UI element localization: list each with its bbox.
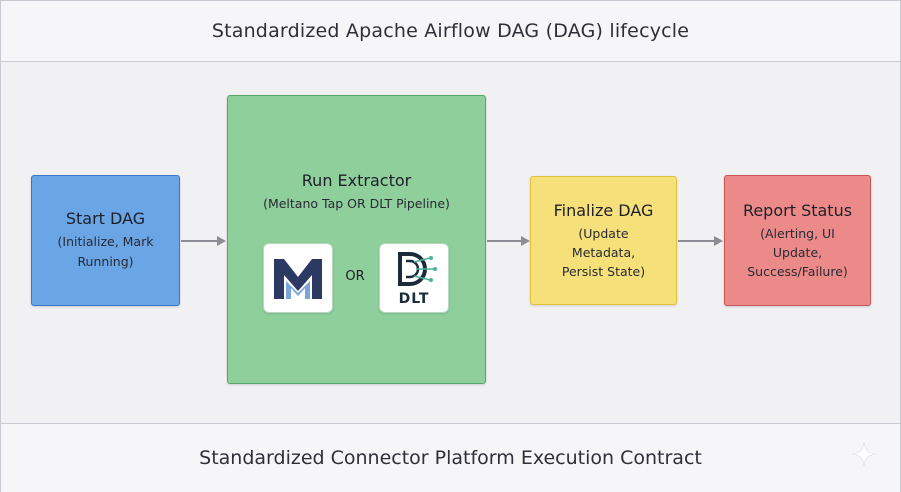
start-dag-line-1: (Initialize, Mark	[57, 234, 154, 249]
header-band: Standardized Apache Airflow DAG (DAG) li…	[1, 1, 900, 62]
finalize-dag-line-3: Persist State)	[561, 263, 646, 279]
dlt-logo-icon: DLT	[379, 243, 449, 313]
diagram-title: Standardized Apache Airflow DAG (DAG) li…	[211, 20, 690, 42]
finalize-dag-box: Finalize DAG (Update Metadata, Persist S…	[530, 176, 677, 305]
finalize-dag-description: (Update Metadata, Persist State)	[562, 224, 645, 281]
footer-band: Standardized Connector Platform Executio…	[1, 423, 900, 492]
finalize-dag-title: Finalize DAG	[553, 200, 654, 220]
report-status-line-3: Success/Failure)	[747, 263, 848, 279]
arrow-right-icon	[678, 236, 723, 246]
finalize-dag-line-1: (Update	[578, 225, 629, 241]
start-dag-line-2: Running)	[77, 254, 134, 269]
run-extractor-subtitle: (Meltano Tap OR DLT Pipeline)	[263, 196, 450, 211]
dlt-logo-text: DLT	[399, 291, 430, 307]
arrow-right-icon	[181, 236, 226, 246]
run-extractor-title: Run Extractor	[301, 171, 412, 190]
finalize-dag-line-2: Metadata,	[571, 244, 636, 260]
sparkle-icon	[851, 441, 877, 467]
report-status-title: Report Status	[742, 200, 853, 220]
report-status-description: (Alerting, UI Update, Success/Failure)	[747, 224, 848, 281]
run-extractor-box: Run Extractor (Meltano Tap OR DLT Pipeli…	[227, 95, 486, 384]
meltano-logo-icon	[263, 243, 333, 313]
report-status-box: Report Status (Alerting, UI Update, Succ…	[724, 175, 871, 306]
or-label: OR	[345, 269, 365, 284]
start-dag-box: Start DAG (Initialize, Mark Running)	[31, 175, 180, 306]
report-status-line-2: Update,	[772, 244, 823, 260]
start-dag-description: (Initialize, Mark Running)	[58, 232, 154, 272]
report-status-line-1: (Alerting, UI	[760, 225, 835, 241]
arrow-right-icon	[487, 236, 530, 246]
footer-title: Standardized Connector Platform Executio…	[199, 447, 702, 469]
start-dag-title: Start DAG	[65, 209, 146, 228]
